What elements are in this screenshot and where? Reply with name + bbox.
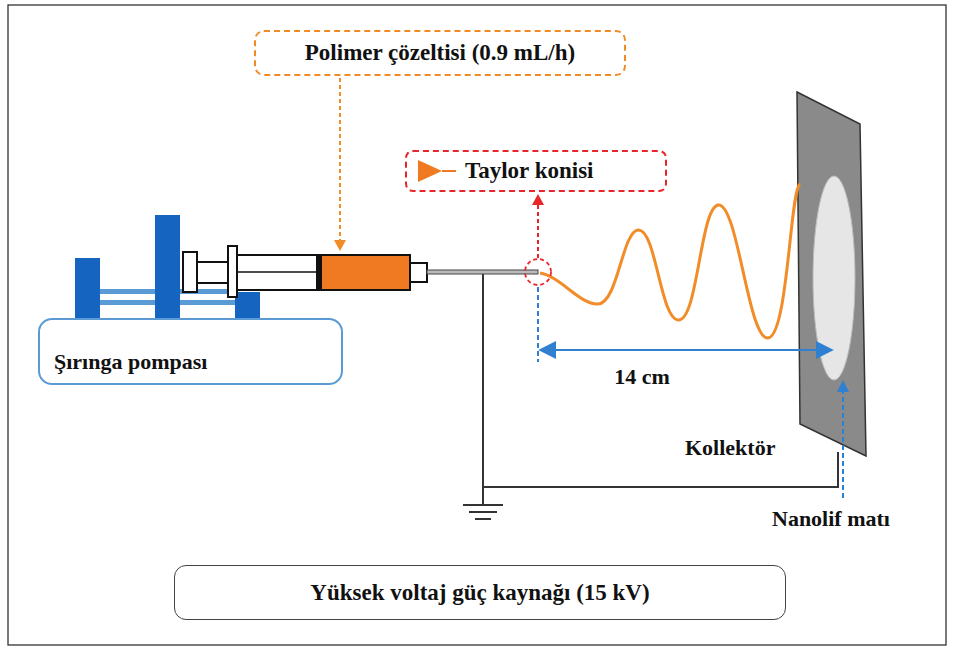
ground-wire (483, 274, 838, 487)
taylor-cone-callout: Taylor konisi (405, 150, 667, 192)
node-label: Şırınga pompası (54, 349, 207, 375)
outer-frame (8, 5, 946, 645)
arrow-head (837, 380, 849, 392)
ground-wire (482, 487, 484, 505)
dimension-extension (537, 287, 539, 362)
node-label: Polimer çözeltisi (0.9 mL/h) (305, 40, 575, 66)
syringe-barrel (237, 255, 410, 290)
leader-line (537, 202, 539, 258)
power-supply-box: Yüksek voltaj güç kaynağı (15 kV) (174, 565, 786, 620)
pump-box: Şırınga pompası (38, 318, 343, 385)
needle-hub (410, 263, 427, 282)
ground-symbol (463, 504, 503, 506)
node-label: Yüksek voltaj güç kaynağı (15 kV) (310, 580, 649, 606)
dimension-line (540, 349, 832, 351)
needle (427, 270, 538, 274)
barrel-flange (228, 246, 237, 297)
collector-plate (797, 92, 866, 456)
arrow-head (334, 240, 346, 251)
part-label: Nanolif matı (770, 506, 892, 532)
ground-symbol (469, 511, 497, 513)
solution-callout: Polimer çözeltisi (0.9 mL/h) (254, 30, 626, 76)
node-label: Taylor konisi (465, 158, 593, 184)
taylor-cone-circle (525, 259, 551, 285)
plunger-rod (197, 262, 229, 283)
pump-pillar (235, 292, 260, 318)
leader-line (842, 392, 844, 498)
pump-pillar (155, 215, 180, 318)
plunger-shaft (237, 271, 316, 273)
polymer-jet (540, 184, 800, 338)
ground-symbol (475, 518, 491, 520)
taylor-cone-icon (418, 160, 442, 182)
pump-pillar (75, 258, 100, 318)
plunger-thumb (183, 252, 197, 292)
taylor-cone-icon (442, 170, 456, 172)
leader-line (339, 78, 341, 240)
plunger-stopper (316, 256, 322, 289)
polymer-solution (322, 256, 409, 289)
part-label: Kollektör (683, 435, 777, 461)
arrow-head (532, 194, 544, 205)
dimension-label: 14 cm (612, 364, 672, 390)
